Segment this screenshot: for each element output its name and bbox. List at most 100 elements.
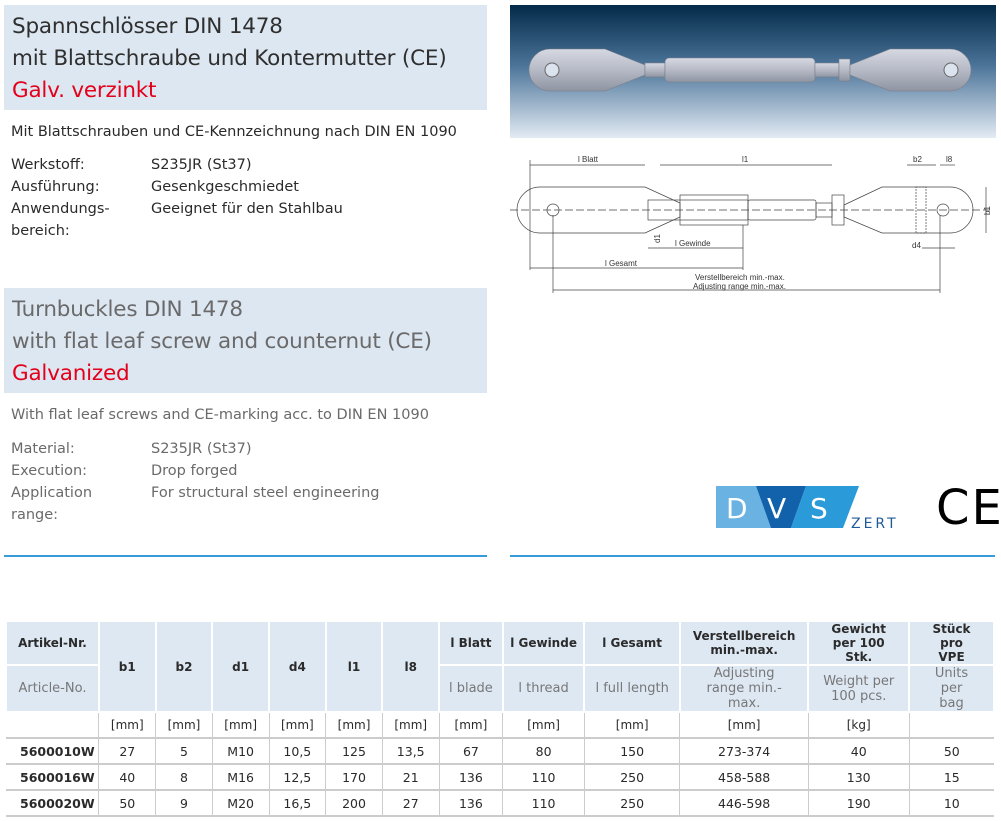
dim-l8: l8 bbox=[946, 155, 953, 164]
unit-cell bbox=[6, 711, 99, 739]
article-number-cell: 5600010W bbox=[6, 738, 99, 765]
header-l-full-length: l full length bbox=[583, 664, 681, 713]
table-cell: 80 bbox=[502, 738, 585, 765]
header-l8: l8 bbox=[381, 620, 441, 713]
dim-l-gesamt: l Gesamt bbox=[605, 259, 638, 268]
table-cell: 446-598 bbox=[679, 790, 809, 817]
unit-cell: [mm] bbox=[268, 711, 326, 739]
dim-range-de: Verstellbereich min.-max. bbox=[695, 273, 785, 282]
title-line-2: with flat leaf screw and counternut (CE) bbox=[12, 329, 432, 354]
title-line-1: Spannschlösser DIN 1478 bbox=[12, 14, 283, 39]
table-cell: 50 bbox=[98, 790, 156, 817]
table-cell: 125 bbox=[325, 738, 383, 765]
table-cell: 27 bbox=[98, 738, 156, 765]
dim-l-gewinde: l Gewinde bbox=[675, 239, 711, 248]
article-number-cell: 5600020W bbox=[6, 790, 99, 817]
table-cell: 150 bbox=[583, 738, 680, 765]
unit-cell: [mm] bbox=[679, 711, 809, 739]
header-article: Article-No. bbox=[5, 664, 100, 713]
divider-right bbox=[510, 555, 995, 557]
header-l1: l1 bbox=[324, 620, 384, 713]
table-cell: 136 bbox=[438, 764, 503, 791]
table-cell: 16,5 bbox=[268, 790, 326, 817]
header-stueck: Stück pro VPE bbox=[908, 620, 995, 666]
header-units: Units per bag bbox=[908, 664, 995, 713]
unit-cell: [mm] bbox=[211, 711, 269, 739]
table-cell: 458-588 bbox=[679, 764, 809, 791]
table-cell: 12,5 bbox=[268, 764, 326, 791]
header-row-en: Article-No. l blade l thread l full leng… bbox=[5, 664, 995, 713]
spec-value: S235JR (St37) bbox=[151, 157, 252, 173]
dim-d4: d4 bbox=[912, 241, 921, 250]
header-b2: b2 bbox=[154, 620, 214, 713]
header-weight: Weight per 100 pcs. bbox=[807, 664, 911, 713]
finish-label: Galv. verzinkt bbox=[12, 78, 157, 103]
table-cell: 40 bbox=[98, 764, 156, 791]
technical-drawing: l Blatt l1 b2 l8 b1 d1 d4 l Gewinde l Ge… bbox=[510, 155, 992, 293]
header-adjusting-range: Adjusting range min.-max. bbox=[678, 664, 810, 713]
spec-key: Material: bbox=[11, 441, 75, 457]
unit-cell: [mm] bbox=[438, 711, 503, 739]
spec-value: Geeignet für den Stahlbau bbox=[151, 201, 343, 217]
dvs-letter: S bbox=[810, 492, 828, 525]
spec-value: S235JR (St37) bbox=[151, 441, 252, 457]
table-cell: 190 bbox=[807, 790, 910, 817]
spec-key: Anwendungs- bbox=[11, 201, 110, 217]
unit-cell: [mm] bbox=[155, 711, 213, 739]
title-box-german: Spannschlösser DIN 1478 mit Blattschraub… bbox=[4, 5, 487, 110]
intro-text-german: Mit Blattschrauben und CE-Kennzeichnung … bbox=[11, 124, 457, 140]
header-verstellbereich: Verstellbereich min.-max. bbox=[678, 620, 810, 666]
title-box-english: Turnbuckles DIN 1478 with flat leaf scre… bbox=[4, 288, 487, 393]
table-cell: 130 bbox=[807, 764, 910, 791]
spec-key: Werkstoff: bbox=[11, 157, 85, 173]
article-number-cell: 5600016W bbox=[6, 764, 99, 791]
header-d4: d4 bbox=[268, 620, 327, 713]
header-l-gesamt: l Gesamt bbox=[583, 620, 681, 666]
dvs-zert-logo: D V S ZERT bbox=[716, 486, 899, 531]
divider-left bbox=[4, 555, 487, 557]
table-cell: 250 bbox=[583, 764, 680, 791]
dvs-letter: D bbox=[726, 492, 748, 525]
unit-cell: [mm] bbox=[583, 711, 680, 739]
table-cell: 13,5 bbox=[381, 738, 440, 765]
unit-cell bbox=[908, 711, 994, 739]
unit-cell: [mm] bbox=[502, 711, 585, 739]
ce-mark: CE bbox=[936, 480, 1001, 536]
unit-cell: [kg] bbox=[807, 711, 910, 739]
unit-cell: [mm] bbox=[381, 711, 440, 739]
table-cell: M20 bbox=[211, 790, 269, 817]
table-cell: 110 bbox=[502, 764, 585, 791]
unit-row: [mm][mm][mm][mm][mm][mm][mm][mm][mm][mm]… bbox=[6, 711, 994, 739]
header-d1: d1 bbox=[211, 620, 270, 713]
header-row-de: Artikel-Nr. b1 b2 d1 d4 l1 l8 l Blatt l … bbox=[5, 620, 995, 713]
unit-cell: [mm] bbox=[98, 711, 156, 739]
table-cell: 200 bbox=[325, 790, 383, 817]
spec-list-german: Werkstoff:S235JR (St37) Ausführung:Gesen… bbox=[11, 154, 343, 242]
table-cell: 250 bbox=[583, 790, 680, 817]
table-cell: 21 bbox=[381, 764, 440, 791]
product-photo bbox=[510, 5, 996, 138]
spec-value: Gesenkgeschmiedet bbox=[151, 179, 299, 195]
spec-key: bereich: bbox=[11, 223, 70, 239]
table-cell: M16 bbox=[211, 764, 269, 791]
table-cell: 10,5 bbox=[268, 738, 326, 765]
table-cell: 40 bbox=[807, 738, 910, 765]
dvs-zert-text: ZERT bbox=[851, 516, 899, 531]
header-artikel: Artikel-Nr. bbox=[5, 620, 100, 666]
spec-key: range: bbox=[11, 507, 59, 523]
table-cell: 50 bbox=[908, 738, 994, 765]
header-l-gewinde: l Gewinde bbox=[501, 620, 586, 666]
table-cell: 9 bbox=[155, 790, 213, 817]
table-cell: 273-374 bbox=[679, 738, 809, 765]
spec-key: Execution: bbox=[11, 463, 88, 479]
header-b1: b1 bbox=[97, 620, 157, 713]
intro-text-english: With flat leaf screws and CE-marking acc… bbox=[11, 407, 429, 423]
header-l-blatt: l Blatt bbox=[438, 620, 504, 666]
table-cell: 10 bbox=[908, 790, 994, 817]
table-cell: 27 bbox=[381, 790, 440, 817]
spec-list-english: Material:S235JR (St37) Execution:Drop fo… bbox=[11, 438, 379, 526]
table-cell: 110 bbox=[502, 790, 585, 817]
dim-b2: b2 bbox=[913, 155, 922, 164]
